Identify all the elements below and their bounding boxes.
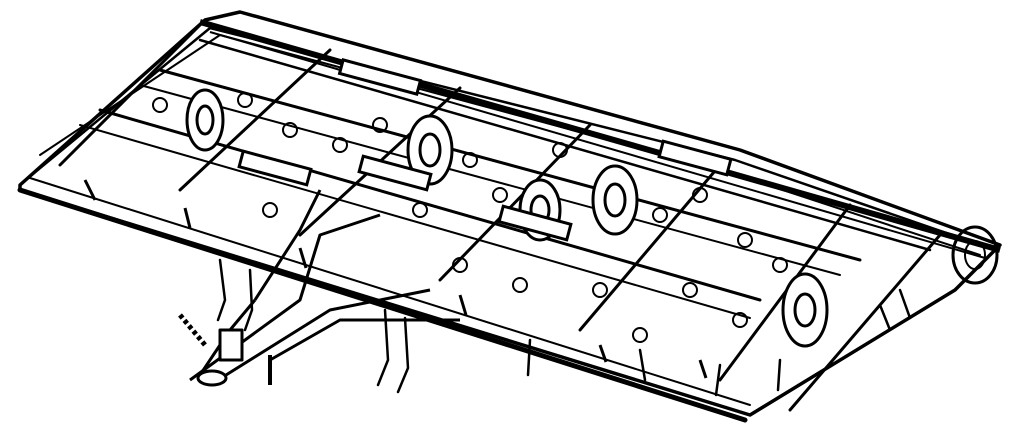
drawbar-hitch [178, 189, 460, 387]
hydraulic-cylinders [237, 58, 733, 242]
cultivator-tines [216, 258, 912, 397]
tine-springs [152, 92, 788, 343]
harrow-tines [83, 179, 708, 379]
